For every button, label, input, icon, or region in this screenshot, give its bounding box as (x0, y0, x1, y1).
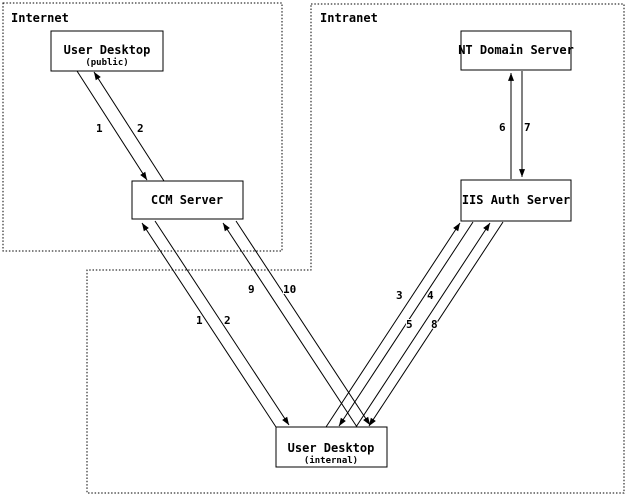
connection-5-internal-desktop-to-iis (355, 222, 491, 428)
node-box-user-desktop-public (50, 30, 164, 72)
connection-label-6: 6 (499, 121, 506, 134)
connection-3-internal-desktop-to-iis (325, 222, 461, 428)
node-nt-domain-server: NT Domain Server (458, 30, 574, 71)
internet-zone-label: Internet (11, 11, 69, 25)
connection-label-4: 4 (427, 289, 434, 302)
connection-9-internal-desktop-to-ccm (222, 222, 358, 428)
connection-label-8: 8 (431, 318, 438, 331)
node-box-iis-auth-server (460, 179, 572, 222)
intranet-zone-label: Intranet (320, 11, 378, 25)
connection-1-public-desktop-to-ccm (76, 70, 148, 181)
node-title-iis-auth-server: IIS Auth Server (462, 193, 570, 207)
node-subtitle-user-desktop-internal: (internal) (304, 455, 358, 466)
node-title-ccm-server: CCM Server (151, 193, 223, 207)
connection-label-1-upper: 1 (96, 122, 103, 135)
node-subtitle-user-desktop-public: (public) (85, 57, 128, 68)
connection-label-7: 7 (524, 121, 531, 134)
node-ccm-server: CCM Server (131, 180, 244, 220)
connection-label-9: 9 (248, 283, 255, 296)
connection-2-ccm-to-internal-desktop (154, 220, 290, 426)
connection-label-3: 3 (396, 289, 403, 302)
internet-zone-border (2, 2, 283, 252)
connection-10-ccm-to-internal-desktop (235, 220, 371, 426)
connection-label-10: 10 (283, 283, 296, 296)
node-title-nt-domain-server: NT Domain Server (458, 43, 574, 57)
connection-label-2-lower: 2 (224, 314, 231, 327)
connection-2-ccm-to-public-desktop (93, 71, 165, 182)
intranet-zone-border (86, 3, 625, 494)
connection-1-internal-desktop-to-ccm (141, 222, 277, 428)
node-box-nt-domain-server (460, 30, 572, 71)
connection-label-2-upper: 2 (137, 122, 144, 135)
connection-8-iis-to-internal-desktop (368, 221, 504, 427)
node-iis-auth-server: IIS Auth Server (460, 179, 572, 222)
node-user-desktop-public: User Desktop (public) (50, 30, 164, 72)
node-user-desktop-internal: User Desktop (internal) (275, 426, 388, 468)
node-title-user-desktop-internal: User Desktop (288, 441, 375, 455)
node-title-user-desktop-public: User Desktop (64, 43, 151, 57)
node-box-ccm-server (131, 180, 244, 220)
node-box-user-desktop-internal (275, 426, 388, 468)
connection-label-1-lower: 1 (196, 314, 203, 327)
connection-4-iis-to-internal-desktop (338, 221, 474, 427)
connection-label-5: 5 (406, 318, 413, 331)
